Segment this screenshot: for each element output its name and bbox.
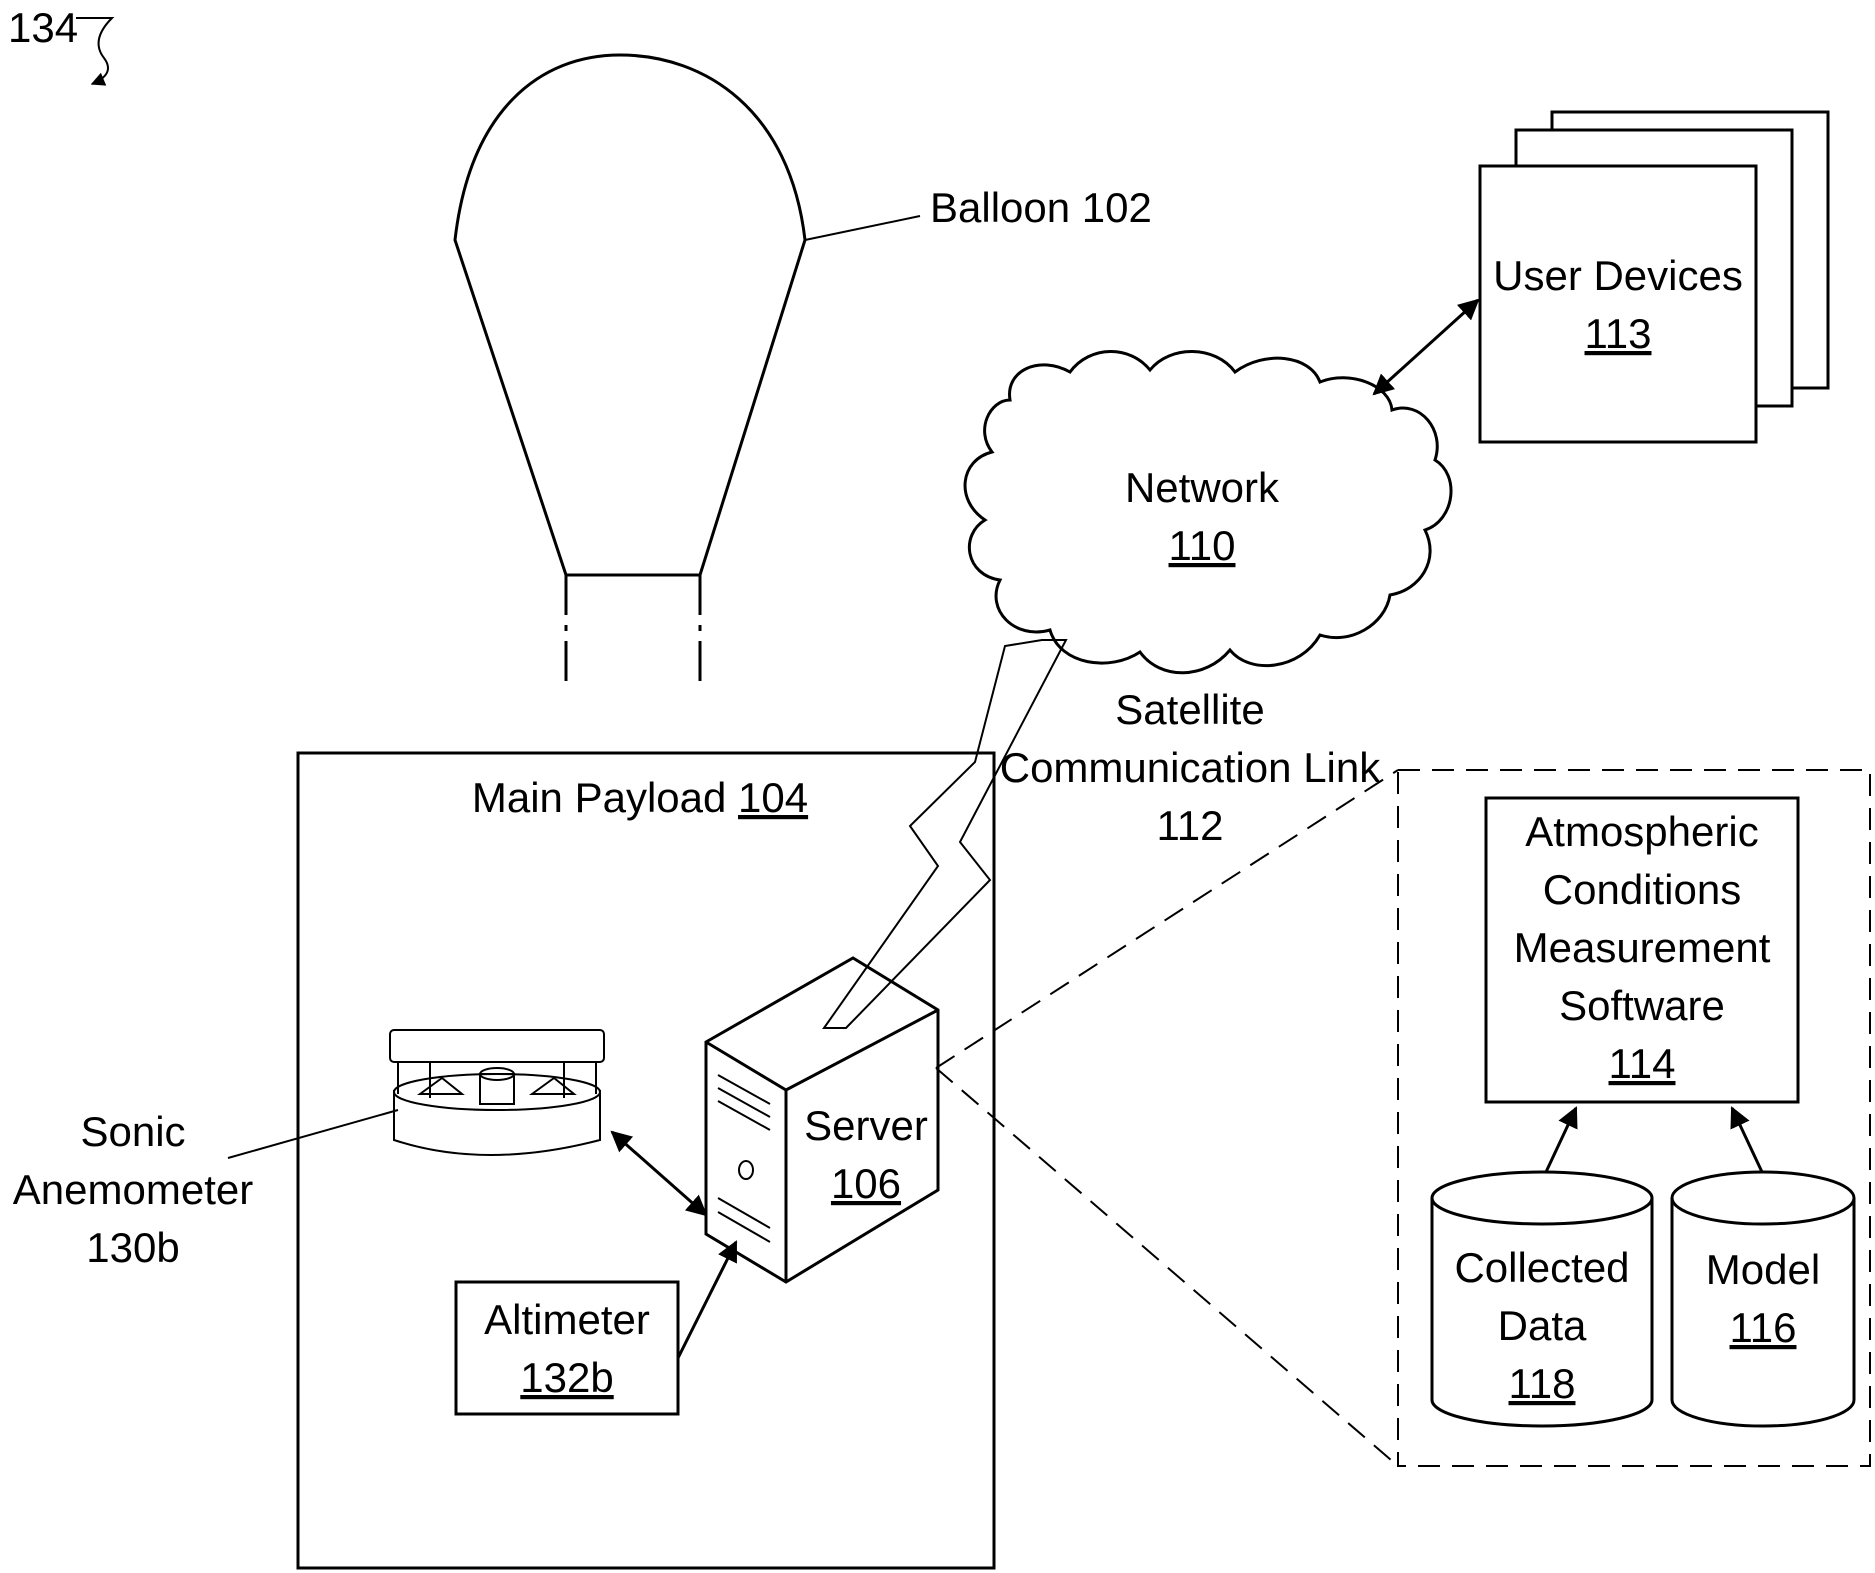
link-label-line1: Satellite	[1115, 686, 1264, 733]
balloon: Balloon 102	[455, 55, 1152, 688]
satellite-link-bolt	[824, 640, 1066, 1028]
network-devices-arrow	[1374, 300, 1478, 394]
balloon-label: Balloon 102	[930, 184, 1152, 231]
satellite-link-label: Satellite Communication Link 112	[1000, 686, 1382, 849]
altimeter-server-arrow	[678, 1242, 736, 1358]
software-label-line1: Atmospheric	[1525, 808, 1758, 855]
user-devices: User Devices 113	[1480, 112, 1828, 442]
anemometer-server-arrow	[612, 1132, 706, 1215]
figure-ref: 134	[8, 4, 112, 84]
figure-ref-label: 134	[8, 4, 78, 51]
user-devices-box	[1480, 166, 1756, 442]
software-label-line3: Measurement	[1514, 924, 1771, 971]
collected-ref: 118	[1509, 1360, 1576, 1407]
altimeter-ref: 132b	[520, 1354, 613, 1401]
user-devices-ref: 113	[1585, 310, 1652, 357]
model-software-arrow	[1732, 1108, 1762, 1172]
anemometer-label-ref: 130b	[86, 1224, 179, 1271]
server-ref: 106	[831, 1160, 901, 1207]
collected-label-line2: Data	[1498, 1302, 1587, 1349]
tether-lines	[566, 575, 700, 688]
software-label-line4: Software	[1559, 982, 1725, 1029]
software-ref: 114	[1609, 1040, 1676, 1087]
payload-label: Main Payload 104	[472, 774, 808, 821]
link-label-line2: Communication Link	[1000, 744, 1382, 791]
user-devices-label: User Devices	[1493, 252, 1743, 299]
model-db: Model 116	[1672, 1172, 1854, 1426]
figure-ref-arrow	[76, 18, 112, 84]
altimeter-label: Altimeter	[484, 1296, 650, 1343]
anemometer-label-line1: Sonic	[80, 1108, 185, 1155]
anemometer-label-line2: Anemometer	[13, 1166, 253, 1213]
network-cloud: Network 110	[965, 351, 1451, 672]
network-label: Network	[1125, 464, 1280, 511]
collected-data-db: Collected Data 118	[1432, 1172, 1652, 1426]
network-ref: 110	[1169, 522, 1236, 569]
balloon-envelope	[455, 55, 805, 575]
zoom-line-bottom	[936, 1068, 1398, 1466]
collected-label-line1: Collected	[1454, 1244, 1629, 1291]
anemometer-label: Sonic Anemometer 130b	[13, 1108, 398, 1271]
anemometer-device	[390, 1030, 604, 1155]
model-label: Model	[1706, 1246, 1820, 1293]
software: Atmospheric Conditions Measurement Softw…	[1486, 798, 1798, 1102]
software-label-line2: Conditions	[1543, 866, 1741, 913]
balloon-leader	[805, 216, 920, 240]
model-ref: 116	[1730, 1304, 1797, 1351]
link-label-ref: 112	[1157, 802, 1224, 849]
server-label: Server	[804, 1102, 928, 1149]
altimeter: Altimeter 132b	[456, 1282, 678, 1414]
server-device: Server 106	[706, 958, 938, 1282]
collected-software-arrow	[1546, 1108, 1576, 1172]
anemometer-leader	[228, 1110, 398, 1158]
